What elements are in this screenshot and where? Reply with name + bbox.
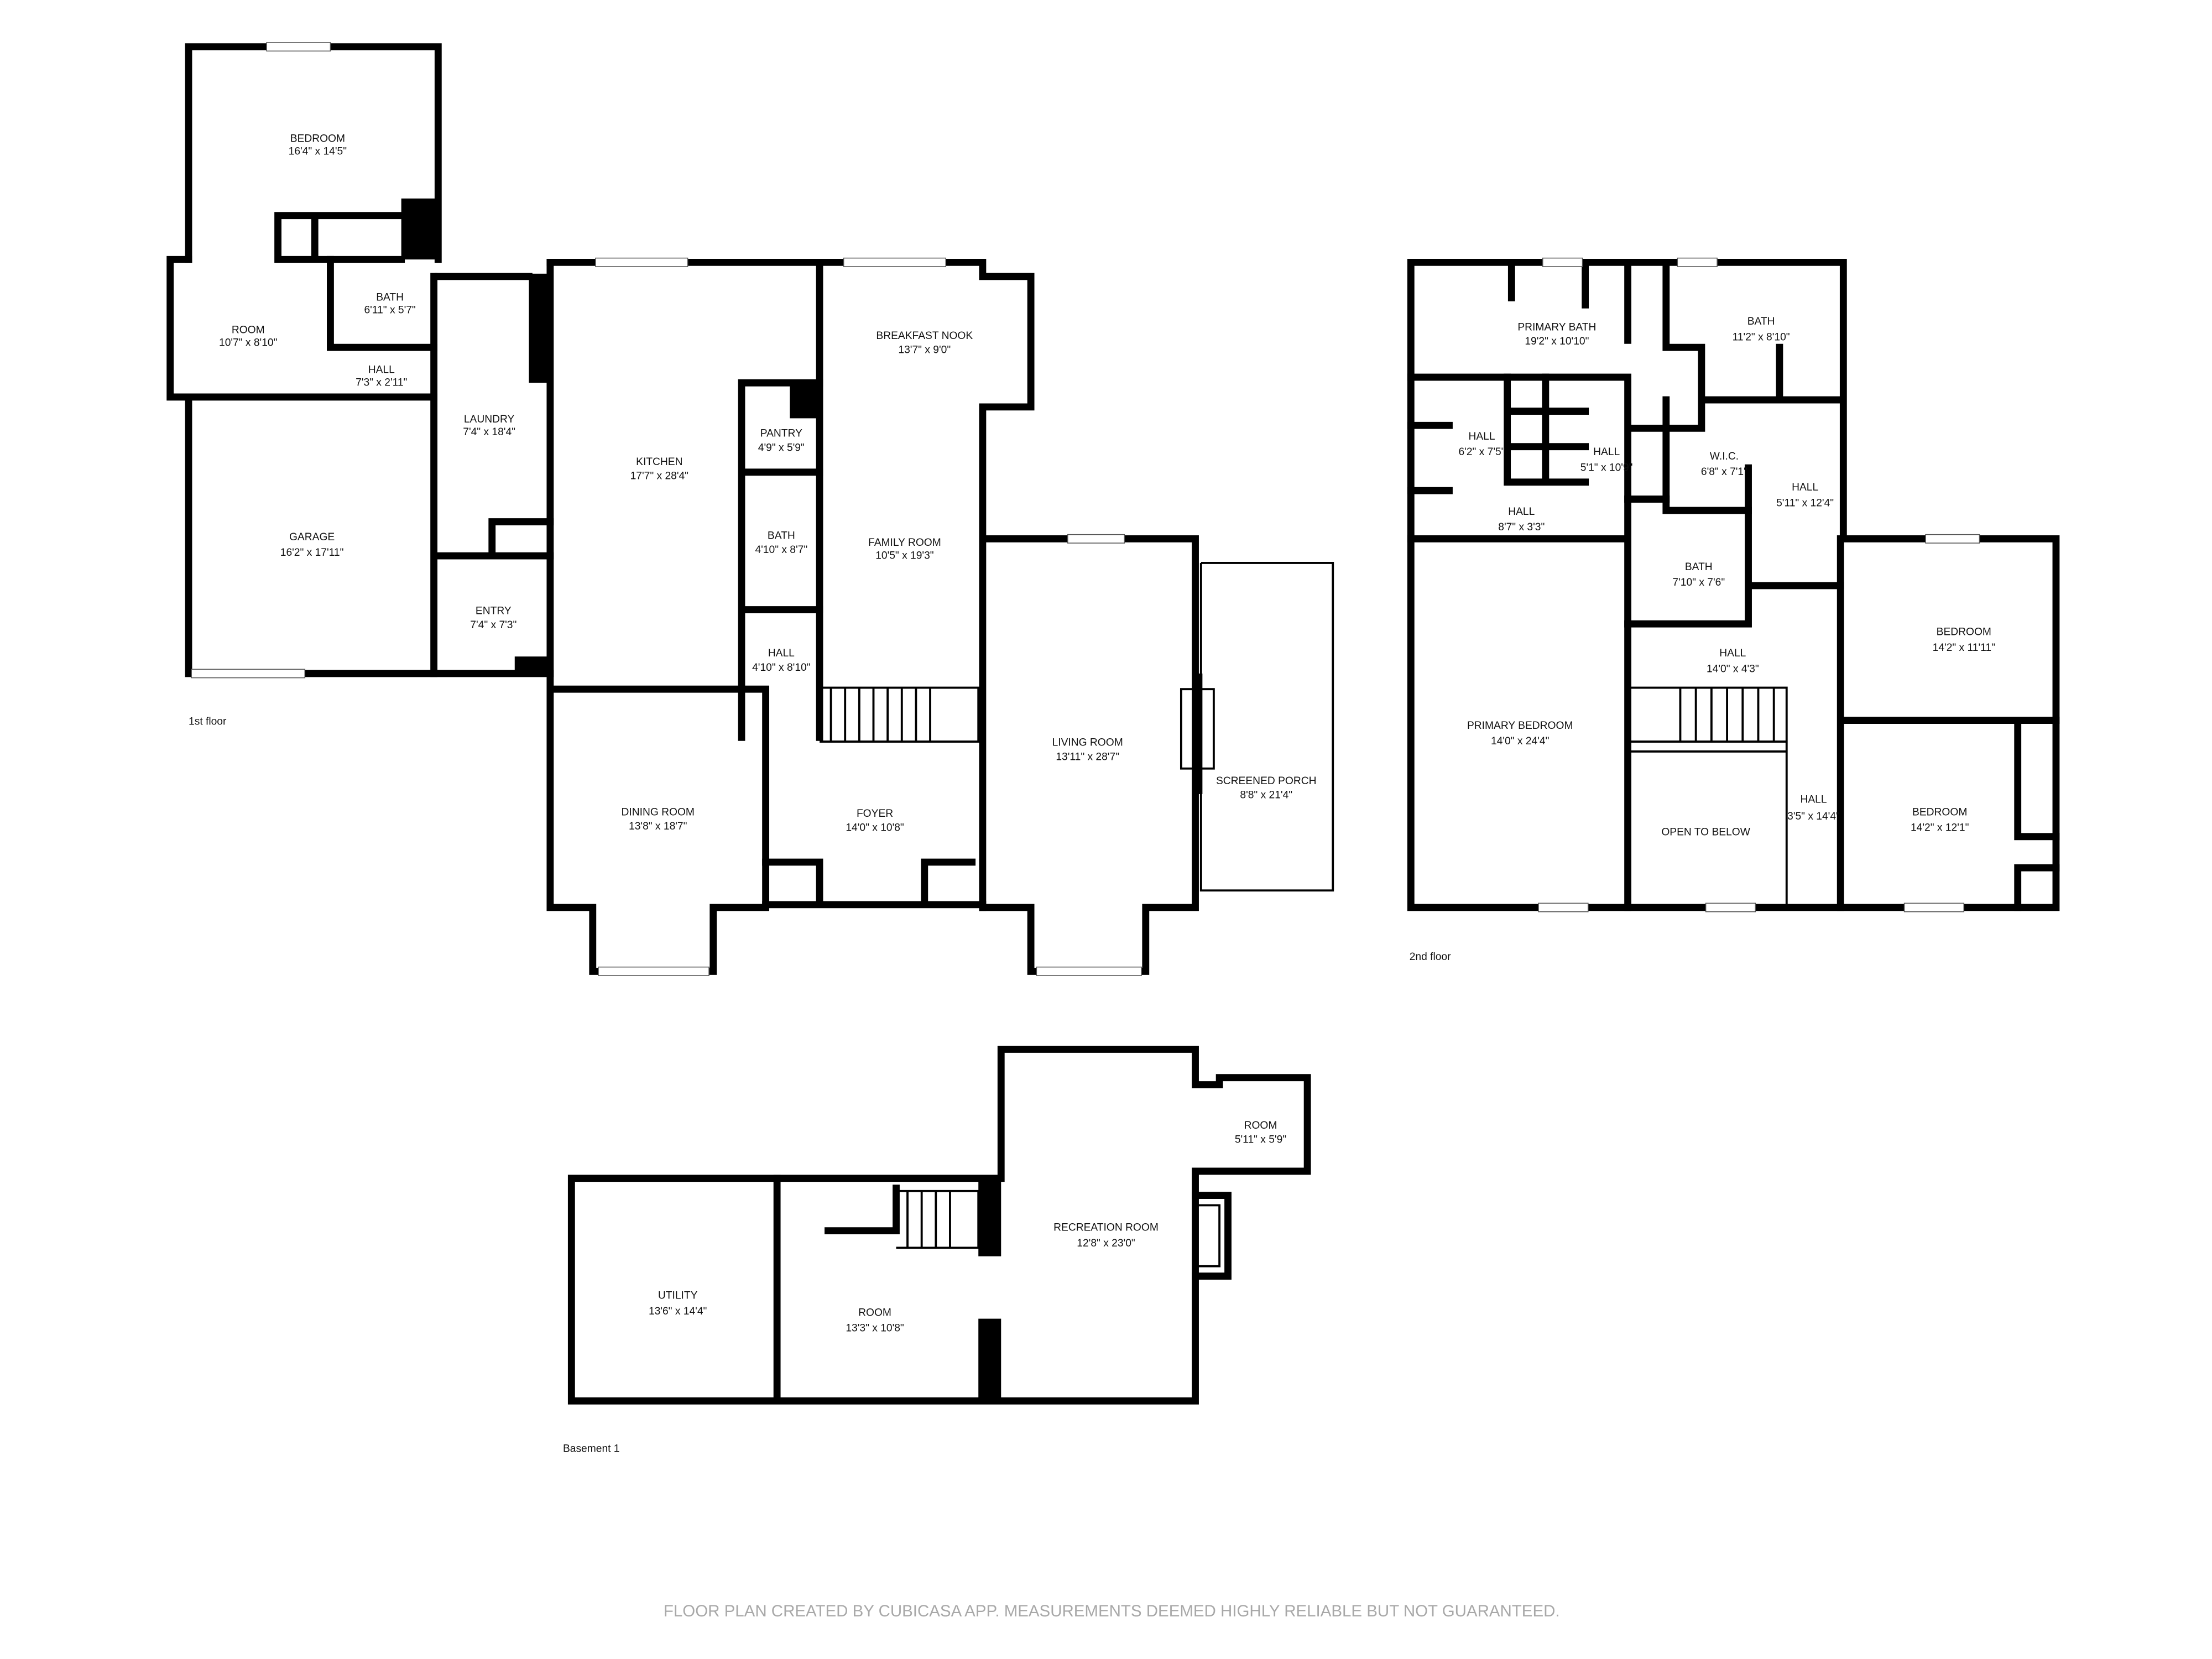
room-label: HALL xyxy=(1468,431,1495,442)
floor-name: 1st floor xyxy=(189,716,227,727)
room-size: 11'2" x 8'10" xyxy=(1733,331,1790,343)
room-label: BATH xyxy=(376,292,404,304)
room-size: 16'2" x 17'11" xyxy=(280,547,344,559)
room-size: 14'0" x 4'3" xyxy=(1707,663,1759,675)
room-label: HALL xyxy=(1508,506,1535,518)
room-size: 4'10" x 8'10" xyxy=(752,662,810,674)
room-label: ROOM xyxy=(232,325,265,336)
room-size: 5'1" x 10'9" xyxy=(1580,462,1633,473)
room-label: BEDROOM xyxy=(1912,806,1967,818)
room-label: BATH xyxy=(768,530,795,541)
room-size: 13'3" x 10'8" xyxy=(846,1323,904,1334)
room-size: 13'8" x 18'7" xyxy=(629,821,687,832)
room-label: BATH xyxy=(1685,561,1713,573)
room-label: KITCHEN xyxy=(636,456,682,468)
room-size: 8'7" x 3'3" xyxy=(1498,521,1545,533)
basement-walls xyxy=(567,1046,1311,1405)
first-floor-labels: BEDROOM 16'4" x 14'5" ROOM 10'7" x 8'10"… xyxy=(189,133,1316,833)
floor-name: 2nd floor xyxy=(1410,951,1451,963)
room-label: PANTRY xyxy=(760,428,802,440)
room-label: FAMILY ROOM xyxy=(868,537,941,549)
room-label: UTILITY xyxy=(658,1290,698,1302)
room-size: 5'11" x 5'9" xyxy=(1235,1134,1286,1146)
room-size: 4'10" x 8'7" xyxy=(755,544,807,556)
room-size: 6'2" x 7'5" xyxy=(1458,446,1505,458)
room-size: 7'10" x 7'6" xyxy=(1672,577,1725,588)
room-size: 13'7" x 9'0" xyxy=(898,344,951,356)
room-label: ROOM xyxy=(858,1307,891,1318)
room-size: 5'11" x 12'4" xyxy=(1776,497,1834,509)
room-size: 14'0" x 24'4" xyxy=(1491,735,1549,747)
room-label: W.I.C. xyxy=(1710,451,1739,462)
room-size: 4'9" x 5'9" xyxy=(758,442,805,453)
second-floor-walls xyxy=(1407,257,2060,912)
second-floor-labels: PRIMARY BATH 19'2" x 10'10" BATH 11'2" x… xyxy=(1410,316,1995,963)
room-size: 7'3" x 2'11" xyxy=(356,377,407,388)
room-size: 17'7" x 28'4" xyxy=(630,471,688,482)
room-size: 10'7" x 8'10" xyxy=(219,337,277,349)
room-size: 6'11" x 5'7" xyxy=(364,305,415,316)
floor-name: Basement 1 xyxy=(563,1443,620,1455)
room-size: 8'8" x 21'4" xyxy=(1240,790,1292,801)
room-size: 12'8" x 23'0" xyxy=(1077,1238,1135,1249)
room-size: 6'8" x 7'1" xyxy=(1701,466,1747,478)
room-label: HALL xyxy=(768,648,795,659)
room-label: HALL xyxy=(368,364,395,375)
room-label: BEDROOM xyxy=(290,133,345,144)
room-label: GARAGE xyxy=(289,531,335,543)
room-size: 7'4" x 7'3" xyxy=(470,619,517,631)
room-label: LIVING ROOM xyxy=(1052,737,1123,749)
room-label: BEDROOM xyxy=(1937,627,1991,638)
room-size: 14'2" x 11'11" xyxy=(1933,642,1995,654)
room-label: HALL xyxy=(1800,794,1827,805)
room-label: BREAKFAST NOOK xyxy=(876,330,973,342)
room-label: HALL xyxy=(1593,446,1620,458)
room-label: LAUNDRY xyxy=(464,414,515,425)
room-label: OPEN TO BELOW xyxy=(1661,826,1750,838)
room-label: DINING ROOM xyxy=(622,806,695,818)
room-label: SCREENED PORCH xyxy=(1216,775,1317,787)
room-size: 7'4" x 18'4" xyxy=(463,426,515,438)
room-label: RECREATION ROOM xyxy=(1053,1222,1159,1234)
room-label: FOYER xyxy=(857,808,893,820)
room-label: ENTRY xyxy=(476,605,512,617)
room-size: 19'2" x 10'10" xyxy=(1525,336,1589,347)
room-size: 14'2" x 12'1" xyxy=(1911,822,1969,834)
room-label: BATH xyxy=(1747,316,1775,327)
room-label: ROOM xyxy=(1244,1120,1277,1131)
room-size: 14'0" x 10'8" xyxy=(846,822,904,834)
room-label: PRIMARY BATH xyxy=(1517,321,1596,333)
footer-disclaimer: FLOOR PLAN CREATED BY CUBICASA APP. MEAS… xyxy=(664,1602,1560,1620)
room-label: HALL xyxy=(1792,482,1818,493)
room-size: 3'5" x 14'4" xyxy=(1787,811,1840,822)
room-size: 13'6" x 14'4" xyxy=(649,1306,707,1317)
basement-labels: ROOM 5'11" x 5'9" RECREATION ROOM 12'8" … xyxy=(563,1120,1286,1455)
first-floor-walls xyxy=(166,42,1334,976)
room-label: HALL xyxy=(1719,648,1746,659)
room-size: 10'5" x 19'3" xyxy=(875,550,933,561)
room-size: 16'4" x 14'5" xyxy=(289,145,347,157)
room-label: PRIMARY BEDROOM xyxy=(1467,720,1573,732)
room-size: 13'11" x 28'7" xyxy=(1056,751,1119,763)
